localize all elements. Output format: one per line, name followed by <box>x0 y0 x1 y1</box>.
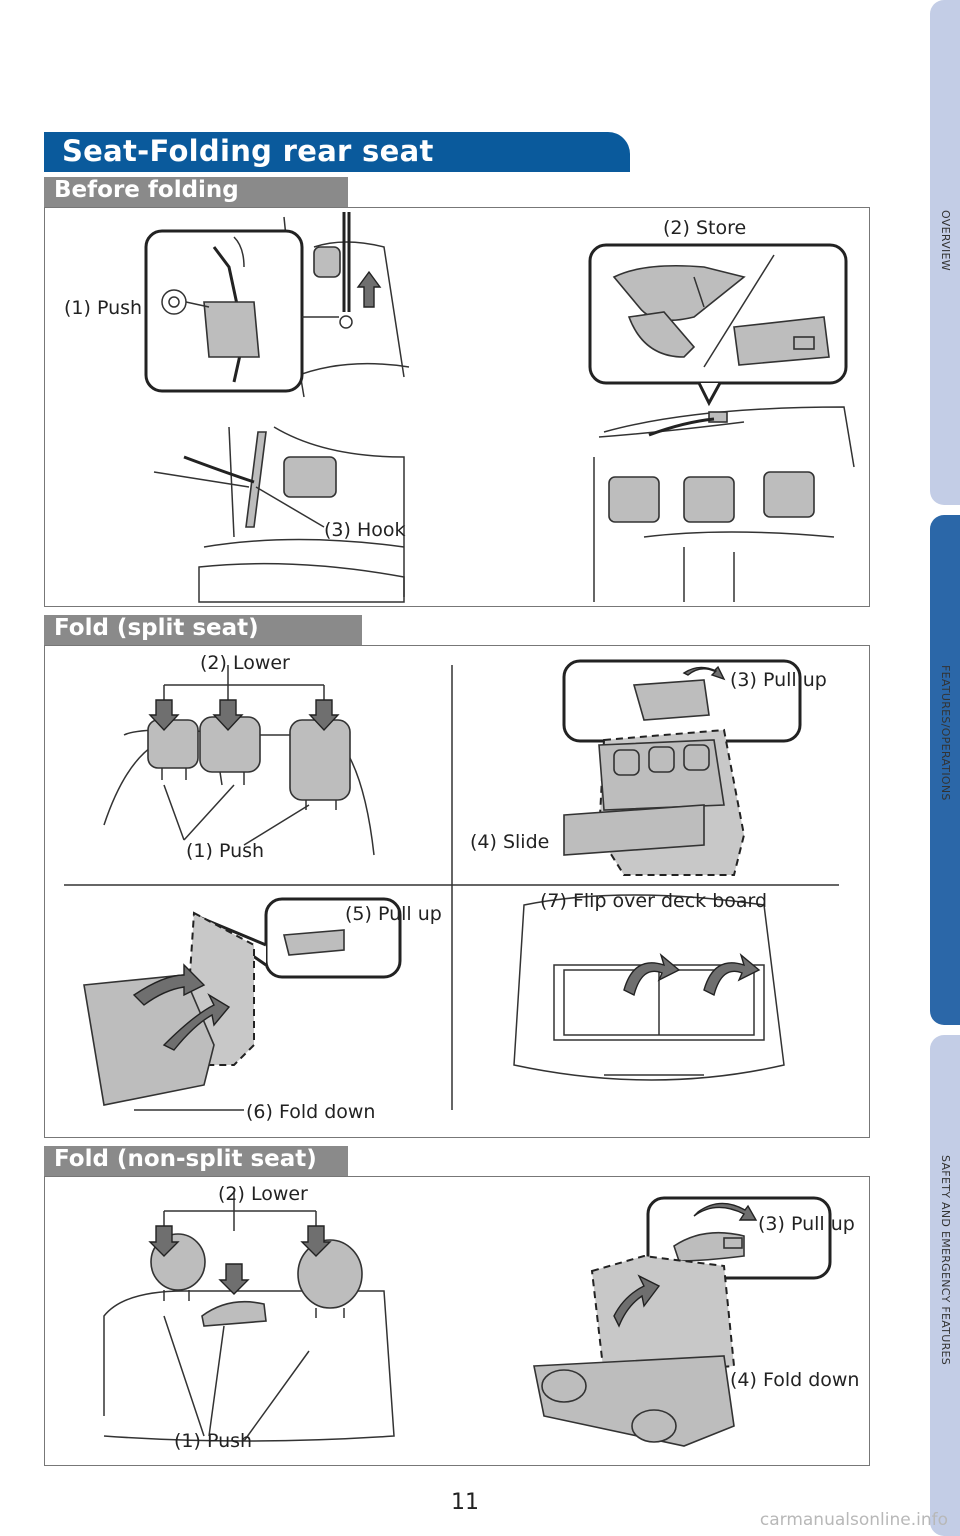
illustration-fold-split <box>64 659 839 1111</box>
headrests-lower <box>103 665 375 856</box>
illustration-before-folding <box>144 212 855 603</box>
hook-illustration <box>153 426 405 603</box>
illustration-fold-non-split <box>103 1191 832 1447</box>
section-header-fold-split <box>44 615 362 645</box>
tab-features-label: FEATURES/OPERATIONS <box>939 665 952 801</box>
label-pull-up-5: (5) Pull up <box>345 903 442 925</box>
page-title: Seat-Folding rear seat <box>62 134 434 168</box>
rear-seat-illustration <box>593 406 855 602</box>
section-title-fold-split: Fold (split seat) <box>54 615 259 641</box>
title-bar <box>44 132 630 172</box>
section-title-before-folding: Before folding <box>54 177 239 203</box>
headrests-non-split <box>103 1191 395 1442</box>
tab-features-operations[interactable]: FEATURES/OPERATIONS <box>930 515 960 1025</box>
watermark: carmanualsonline.info <box>759 1510 948 1530</box>
label-lower-non-split: (2) Lower <box>218 1183 308 1205</box>
label-flip-deck-board: (7) Flip over deck board <box>540 890 768 912</box>
label-pull-up-non-split: (3) Pull up <box>758 1213 855 1235</box>
label-lower: (2) Lower <box>200 652 290 674</box>
tab-safety-emergency[interactable]: SAFETY AND EMERGENCY FEATURES <box>930 1035 960 1536</box>
label-store: (2) Store <box>663 217 747 239</box>
tab-overview[interactable]: OVERVIEW <box>930 0 960 505</box>
label-push-non-split: (1) Push <box>174 1430 253 1452</box>
section-title-fold-non-split: Fold (non-split seat) <box>54 1146 317 1172</box>
section-header-before-folding <box>44 177 348 207</box>
tab-safety-label: SAFETY AND EMERGENCY FEATURES <box>939 1155 952 1366</box>
label-hook: (3) Hook <box>324 519 406 541</box>
cargo-deck-illustration <box>513 894 785 1081</box>
label-push: (1) Push <box>64 297 143 319</box>
seat-slide-illustration <box>563 728 746 876</box>
callout-store <box>588 243 848 385</box>
label-slide: (4) Slide <box>470 831 550 853</box>
label-push-split: (1) Push <box>186 840 265 862</box>
tab-overview-label: OVERVIEW <box>939 210 952 271</box>
page-number: 11 <box>451 1490 479 1515</box>
section-header-fold-non-split <box>44 1146 348 1176</box>
label-pull-up-3: (3) Pull up <box>730 669 827 691</box>
seat-fold-down-illustration <box>533 1254 736 1447</box>
seat-fold-illustration <box>83 911 255 1111</box>
label-fold-down: (6) Fold down <box>246 1101 376 1123</box>
label-fold-down-non-split: (4) Fold down <box>730 1369 860 1391</box>
